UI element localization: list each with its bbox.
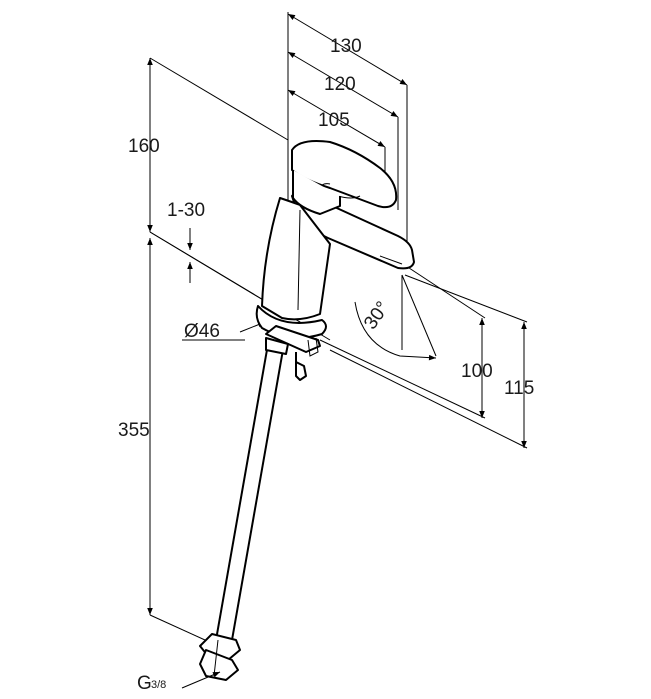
thread-connector: G 3/8	[137, 633, 241, 694]
dimension-115: 115	[329, 274, 534, 449]
angle-30-label: 30°	[360, 298, 394, 334]
supply-hose	[215, 337, 289, 641]
dim-130-label: 130	[330, 36, 362, 57]
faucet-body	[255, 140, 415, 381]
dimension-diameter-46: Ø46	[182, 321, 266, 342]
faucet-column	[261, 197, 331, 321]
dim-120-label: 120	[324, 74, 356, 95]
dim-1-30-label: 1-30	[167, 200, 205, 221]
dimension-355: 355	[118, 238, 206, 641]
mounting-nut	[265, 325, 321, 353]
dimension-100: 100	[319, 261, 493, 419]
angle-30: 30°	[354, 274, 437, 361]
dim-160-label: 160	[128, 136, 160, 157]
dim-100-label: 100	[461, 361, 493, 382]
dim-355-label: 355	[118, 420, 150, 441]
thread-g-label: G	[137, 673, 152, 694]
dimension-160: 160	[128, 57, 289, 232]
dim-115-label: 115	[504, 378, 534, 399]
thread-fraction-label: 3/8	[151, 679, 166, 691]
dim-46-label: Ø46	[184, 321, 220, 342]
dim-105-label: 105	[318, 110, 350, 131]
